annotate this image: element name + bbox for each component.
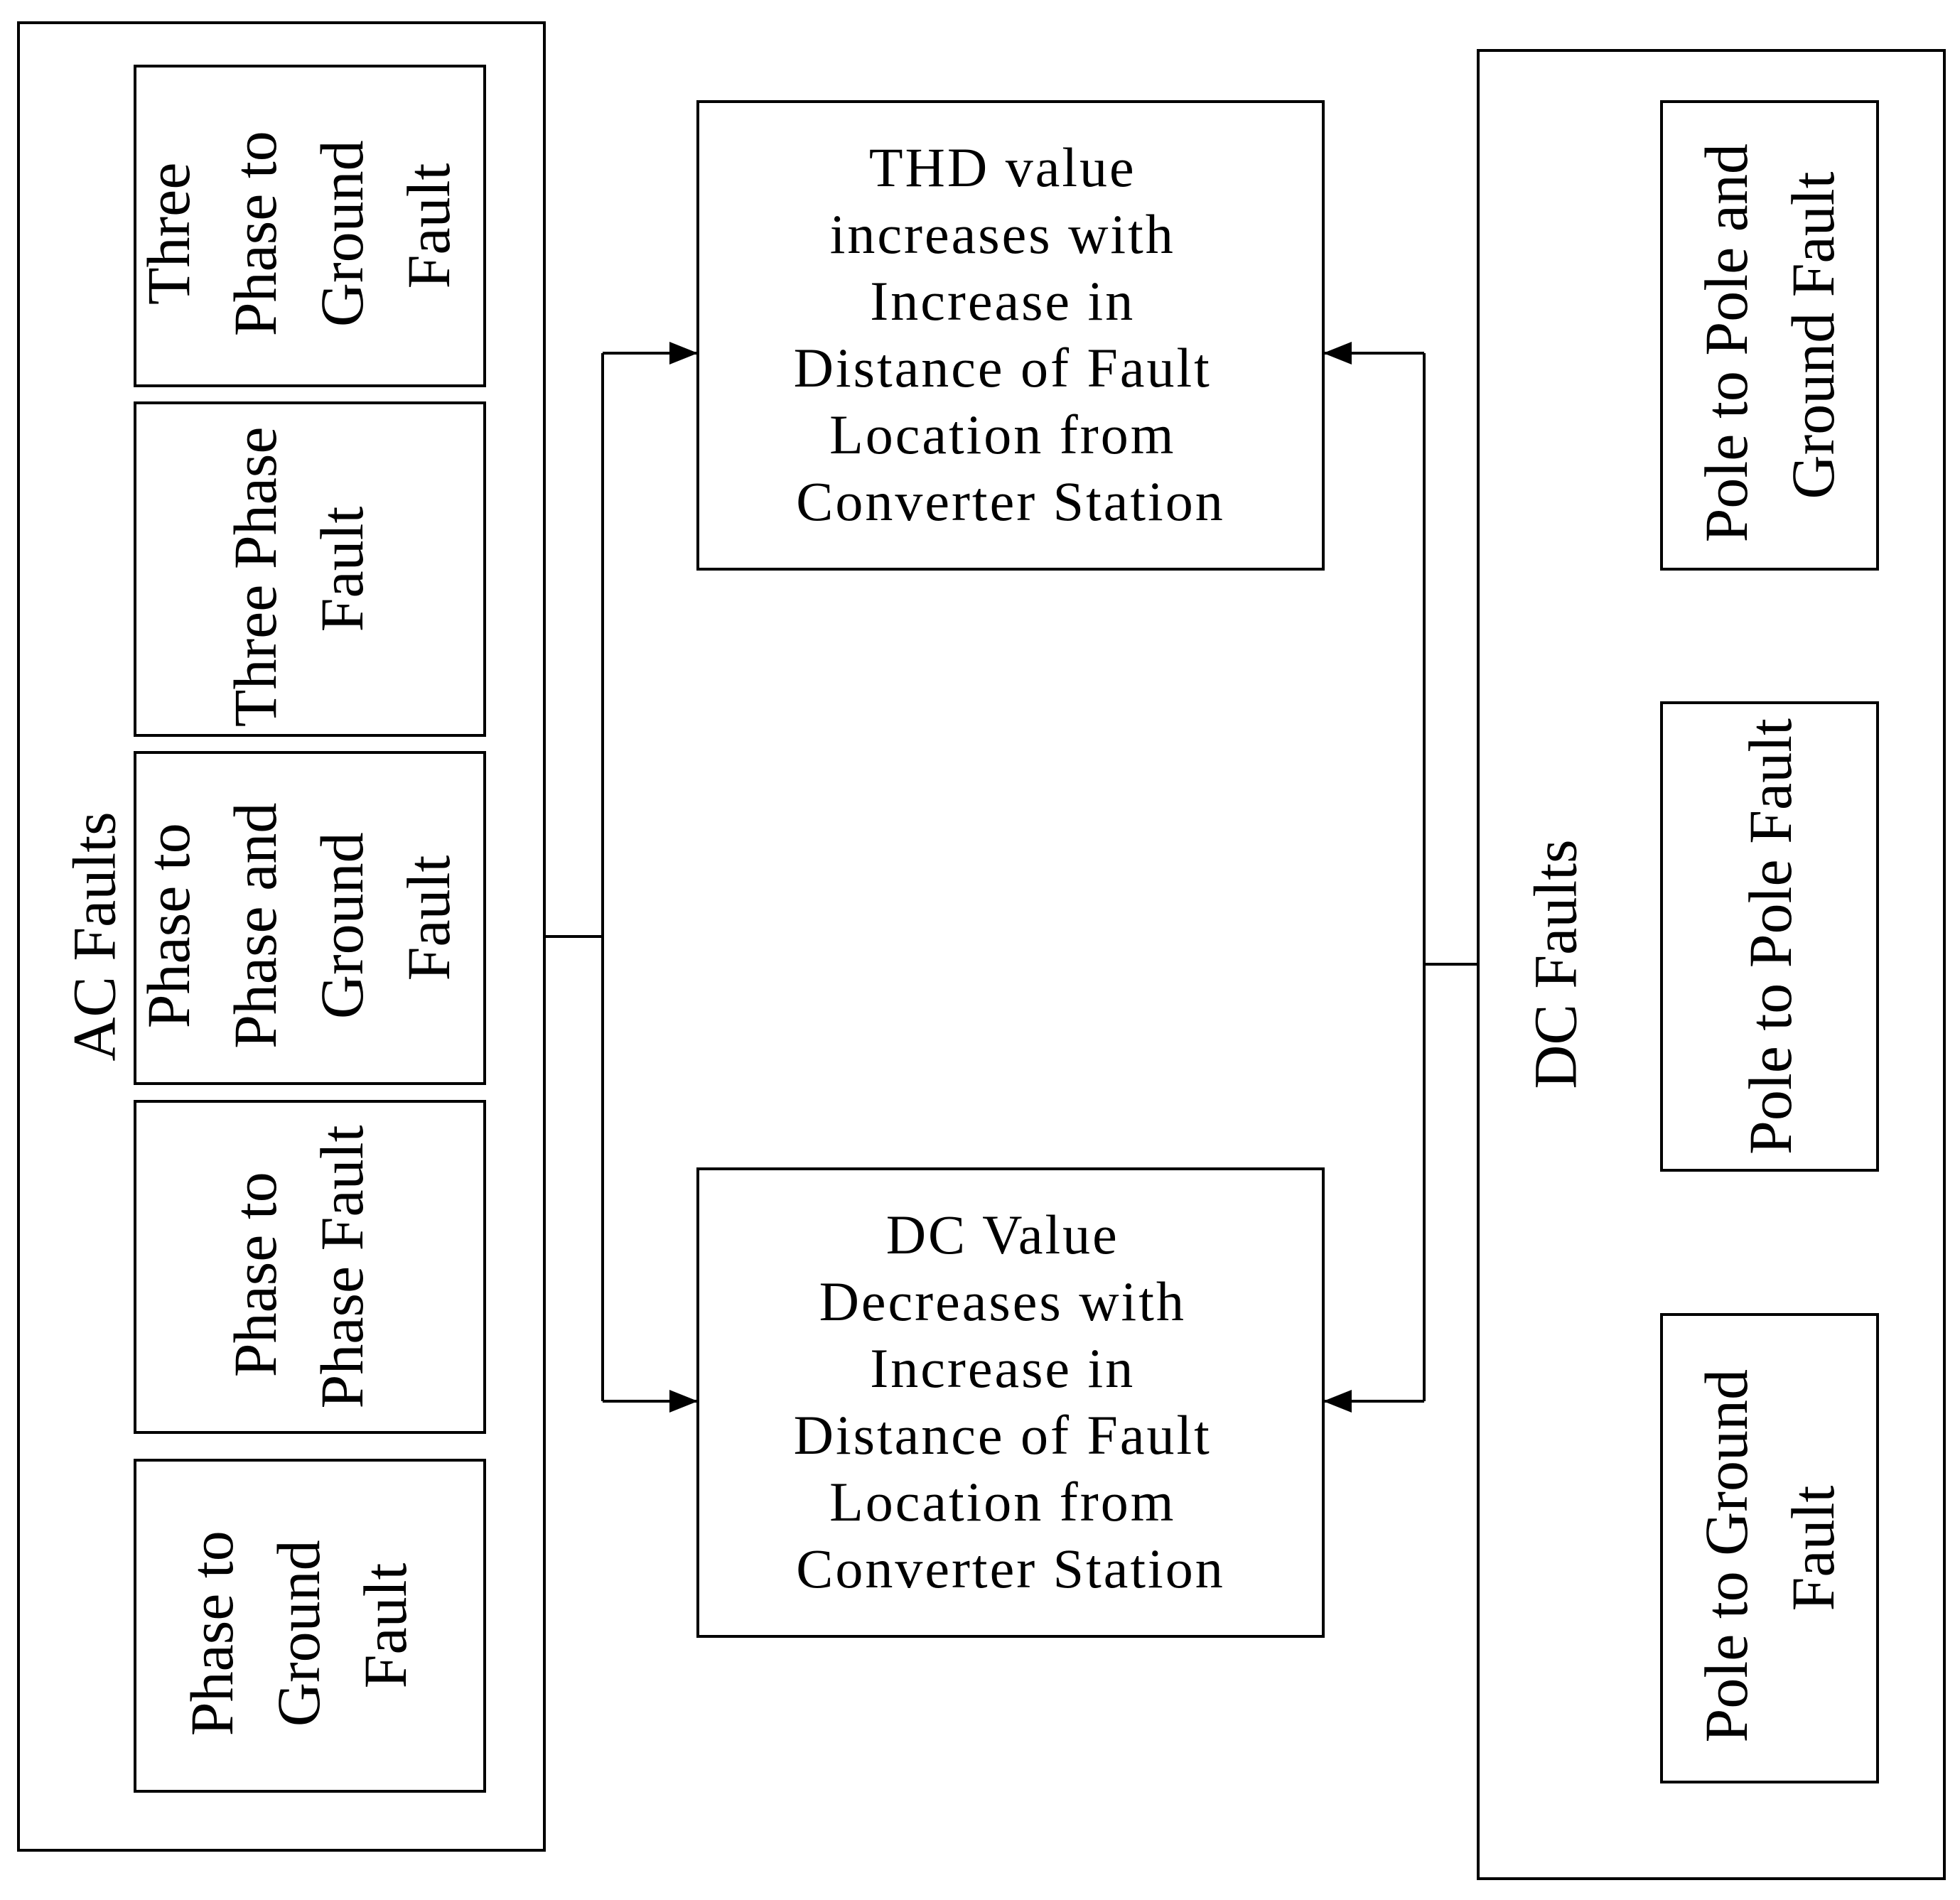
ac-fault-three-phase: Three Phase Fault [134, 401, 486, 737]
ac-fault-label: Phase to Ground Fault [178, 1516, 419, 1737]
result-dc-value: DC Value Decreases with Increase in Dist… [696, 1167, 1325, 1638]
label-line: Increase in [870, 270, 1135, 332]
dc-fault-label: Pole to Pole and Ground Fault [1692, 129, 1847, 543]
ac-fault-phase-to-phase-and-ground: Phase to Phase and Ground Fault [134, 751, 486, 1085]
dc-fault-pole-to-ground: Pole to Ground Fault [1660, 1313, 1879, 1783]
label-line: Distance of Fault [794, 1404, 1212, 1466]
ac-fault-box [134, 751, 486, 1085]
label-line: Three Phase [221, 426, 289, 727]
label-line: Phase to [221, 1172, 289, 1377]
label-line: Converter Station [796, 470, 1224, 532]
result-label: DC Value Decreases with Increase in Dist… [794, 1204, 1228, 1599]
result-label: THD value increases with Increase in Dis… [794, 136, 1228, 532]
dc-fault-box [1660, 100, 1879, 571]
ac-fault-label: Three Phase to Ground Fault [134, 116, 463, 337]
label-line: DC Value [886, 1204, 1119, 1265]
label-line: THD value [869, 136, 1136, 198]
dc-faults-label: DC Faults [1521, 839, 1589, 1089]
dc-fault-box [1660, 701, 1879, 1172]
ac-fault-box [134, 1100, 486, 1434]
ac-fault-label: Three Phase Fault [221, 411, 376, 727]
result-box [696, 100, 1325, 571]
label-line: Distance of Fault [794, 337, 1212, 399]
ac-faults-label: AC Faults [60, 811, 128, 1061]
dc-fault-box [1660, 1313, 1879, 1783]
dc-fault-label: Pole to Pole Fault [1736, 718, 1804, 1155]
ac-fault-box [134, 65, 486, 387]
label-line: Fault [351, 1563, 419, 1689]
label-line: increases with [830, 203, 1175, 265]
ac-connectors [544, 342, 698, 1413]
label-line: Fault [1779, 1486, 1847, 1612]
ac-fault-box [134, 1459, 486, 1793]
label-line: Phase to [134, 823, 203, 1028]
dc-faults-group: DC Faults Pole to Pole and Ground Fault … [1477, 49, 1946, 1880]
dc-faults-frame [1477, 49, 1946, 1880]
label-line: Fault [308, 507, 376, 632]
label-line: Ground [264, 1540, 333, 1727]
label-line: Location from [829, 1471, 1175, 1533]
label-line: Phase Fault [308, 1125, 376, 1408]
label-line: Pole to Pole and [1692, 144, 1760, 542]
label-line: Phase to [221, 131, 289, 336]
ac-fault-label: Phase to Phase and Ground Fault [134, 787, 463, 1049]
label-line: Fault [394, 163, 463, 289]
label-line: Phase to [178, 1531, 246, 1736]
label-line: Phase and [221, 803, 289, 1049]
ac-fault-phase-to-ground: Phase to Ground Fault [134, 1459, 486, 1793]
label-line: Ground Fault [1779, 171, 1847, 499]
label-line: Decreases with [819, 1270, 1186, 1332]
ac-fault-phase-to-phase: Phase to Phase Fault [134, 1100, 486, 1434]
label-line: Ground [308, 140, 376, 327]
result-thd: THD value increases with Increase in Dis… [696, 100, 1325, 571]
label-line: Ground [308, 832, 376, 1019]
ac-fault-box [134, 401, 486, 737]
dc-fault-label: Pole to Ground Fault [1692, 1354, 1847, 1742]
label-line: Fault [394, 855, 463, 981]
ac-faults-group: AC Faults Three Phase to Ground Fault Th… [17, 21, 546, 1852]
dc-fault-pole-to-pole: Pole to Pole Fault [1660, 701, 1879, 1172]
label-line: Pole to Ground [1692, 1369, 1760, 1743]
ac-fault-three-phase-to-ground: Three Phase to Ground Fault [134, 65, 486, 387]
dc-connectors [1323, 342, 1478, 1413]
label-line: Pole to Pole Fault [1736, 718, 1804, 1155]
label-line: Converter Station [796, 1538, 1224, 1599]
dc-fault-pole-to-pole-and-ground: Pole to Pole and Ground Fault [1660, 100, 1879, 571]
label-line: Three [134, 162, 203, 305]
label-line: Location from [829, 404, 1175, 465]
ac-fault-label: Phase to Phase Fault [221, 1125, 376, 1408]
label-line: Increase in [870, 1337, 1135, 1399]
